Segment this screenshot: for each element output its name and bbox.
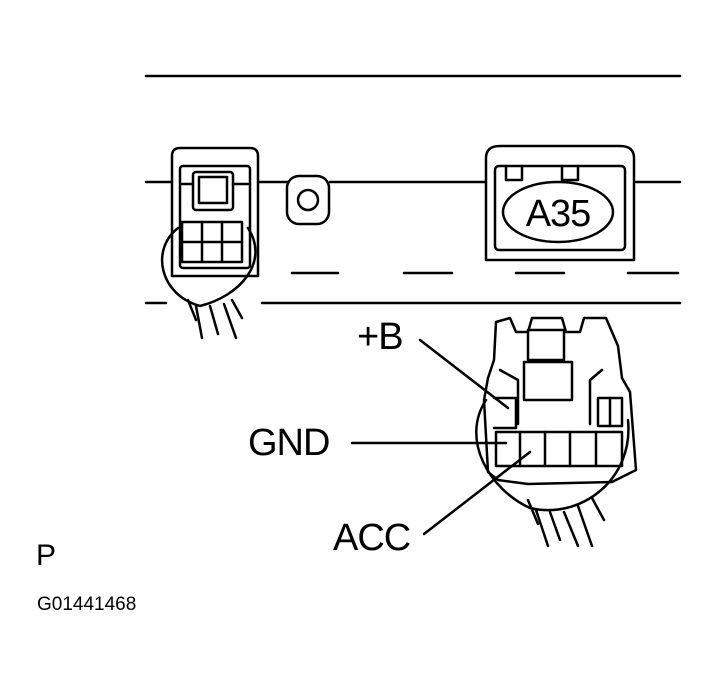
leader-acc — [422, 450, 532, 536]
figure-number: G01441468 — [37, 594, 137, 615]
panel-dashed-line — [144, 180, 682, 305]
callout-gnd: GND — [248, 422, 330, 464]
leader-lines — [350, 338, 532, 536]
connector-id-oval — [501, 180, 615, 244]
leader-plus-b — [418, 338, 510, 410]
view-marker: P — [36, 539, 57, 572]
a35-socket-housing: A35 — [484, 144, 636, 262]
grommet — [285, 174, 331, 226]
small-connector — [160, 146, 260, 340]
callout-acc: ACC — [333, 517, 411, 559]
connector-id-label: A35 — [526, 193, 591, 235]
large-connector — [475, 316, 638, 548]
callout-plus-b: +B — [357, 316, 404, 358]
